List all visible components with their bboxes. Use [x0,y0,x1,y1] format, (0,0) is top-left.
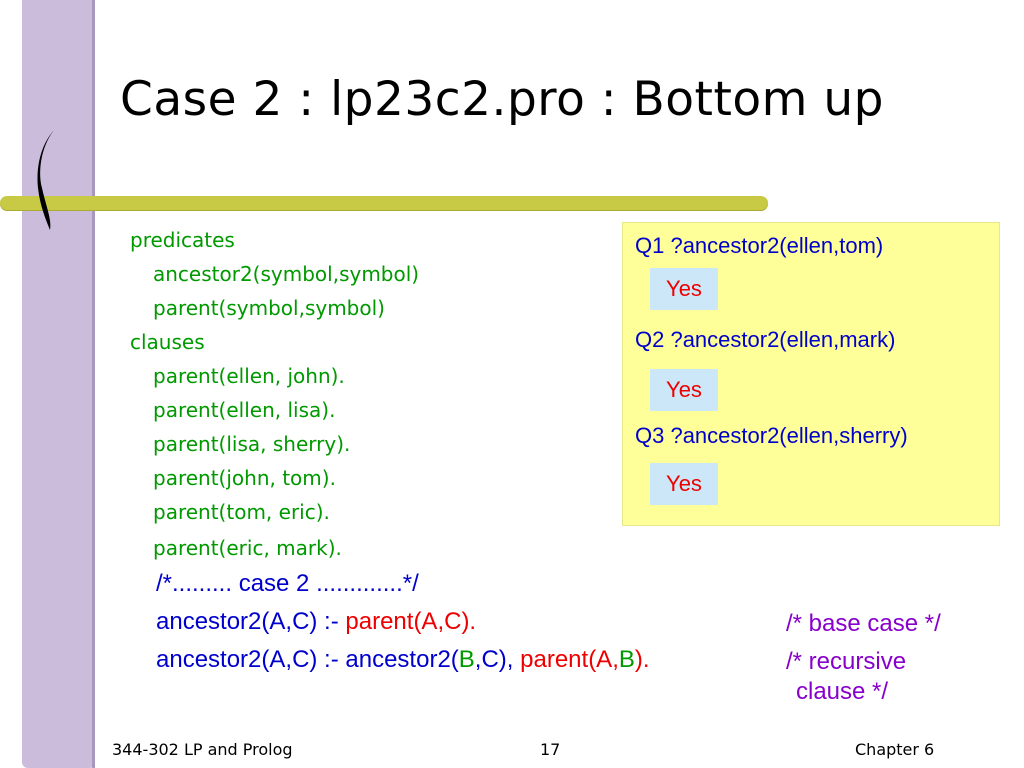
query-3: Q3 ?ancestor2(ellen,sherry) [635,423,908,448]
rule-head: ancestor2(A,C) [156,608,318,635]
decorative-bracket-icon [37,130,54,230]
answer-2: Yes [650,369,718,411]
rule-body2-var-b: B [618,646,635,673]
footer-page-number: 17 [540,740,561,759]
code-line: parent(ellen, john). [153,364,345,388]
recursive-rule: ancestor2(A,C) :- ancestor2(B,C), parent… [156,648,650,672]
footer-course: 344-302 LP and Prolog [112,740,293,759]
rule-call-open: ancestor2( [345,646,459,673]
code-line: ancestor2(symbol,symbol) [153,262,420,286]
rule-body2-open: parent(A, [513,646,619,673]
case-comment: /*......... case 2 .............*/ [156,570,419,597]
rule-comma: , [506,646,514,673]
query-1: Q1 ?ancestor2(ellen,tom) [635,233,884,258]
code-line: parent(john, tom). [153,466,336,490]
code-line: parent(symbol,symbol) [153,296,385,320]
rule-head: ancestor2(A,C) [156,646,318,673]
recursive-comment-line2: clause */ [796,678,889,705]
base-case-rule: ancestor2(A,C) :- parent(A,C). [156,610,476,634]
base-case-comment: /* base case */ [786,610,941,637]
decorative-vertical-bar [22,0,95,768]
code-line: parent(ellen, lisa). [153,398,336,422]
code-line: parent(tom, eric). [153,500,330,524]
decorative-horizontal-bar [0,196,768,210]
slide-title: Case 2 : lp23c2.pro : Bottom up [120,72,885,127]
rule-neck: :- [317,608,346,635]
query-panel: Q1 ?ancestor2(ellen,tom) Yes Q2 ?ancesto… [622,222,1000,526]
footer-chapter: Chapter 6 [855,740,935,759]
code-line: parent(eric, mark). [153,536,342,560]
decorative-vertical-bar-edge [92,0,95,768]
code-line-predicates: predicates [130,228,235,252]
rule-var-b: B [458,646,475,673]
recursive-comment-line1: /* recursive [786,648,907,675]
rule-call-rest: ,C) [474,646,507,673]
answer-1: Yes [650,268,718,310]
rule-body2-close: ). [634,646,650,673]
rule-body: parent(A,C). [345,608,477,635]
rule-neck: :- [317,646,346,673]
query-2: Q2 ?ancestor2(ellen,mark) [635,327,896,352]
answer-3: Yes [650,463,718,505]
code-line-clauses: clauses [130,330,205,354]
code-line: parent(lisa, sherry). [153,432,351,456]
